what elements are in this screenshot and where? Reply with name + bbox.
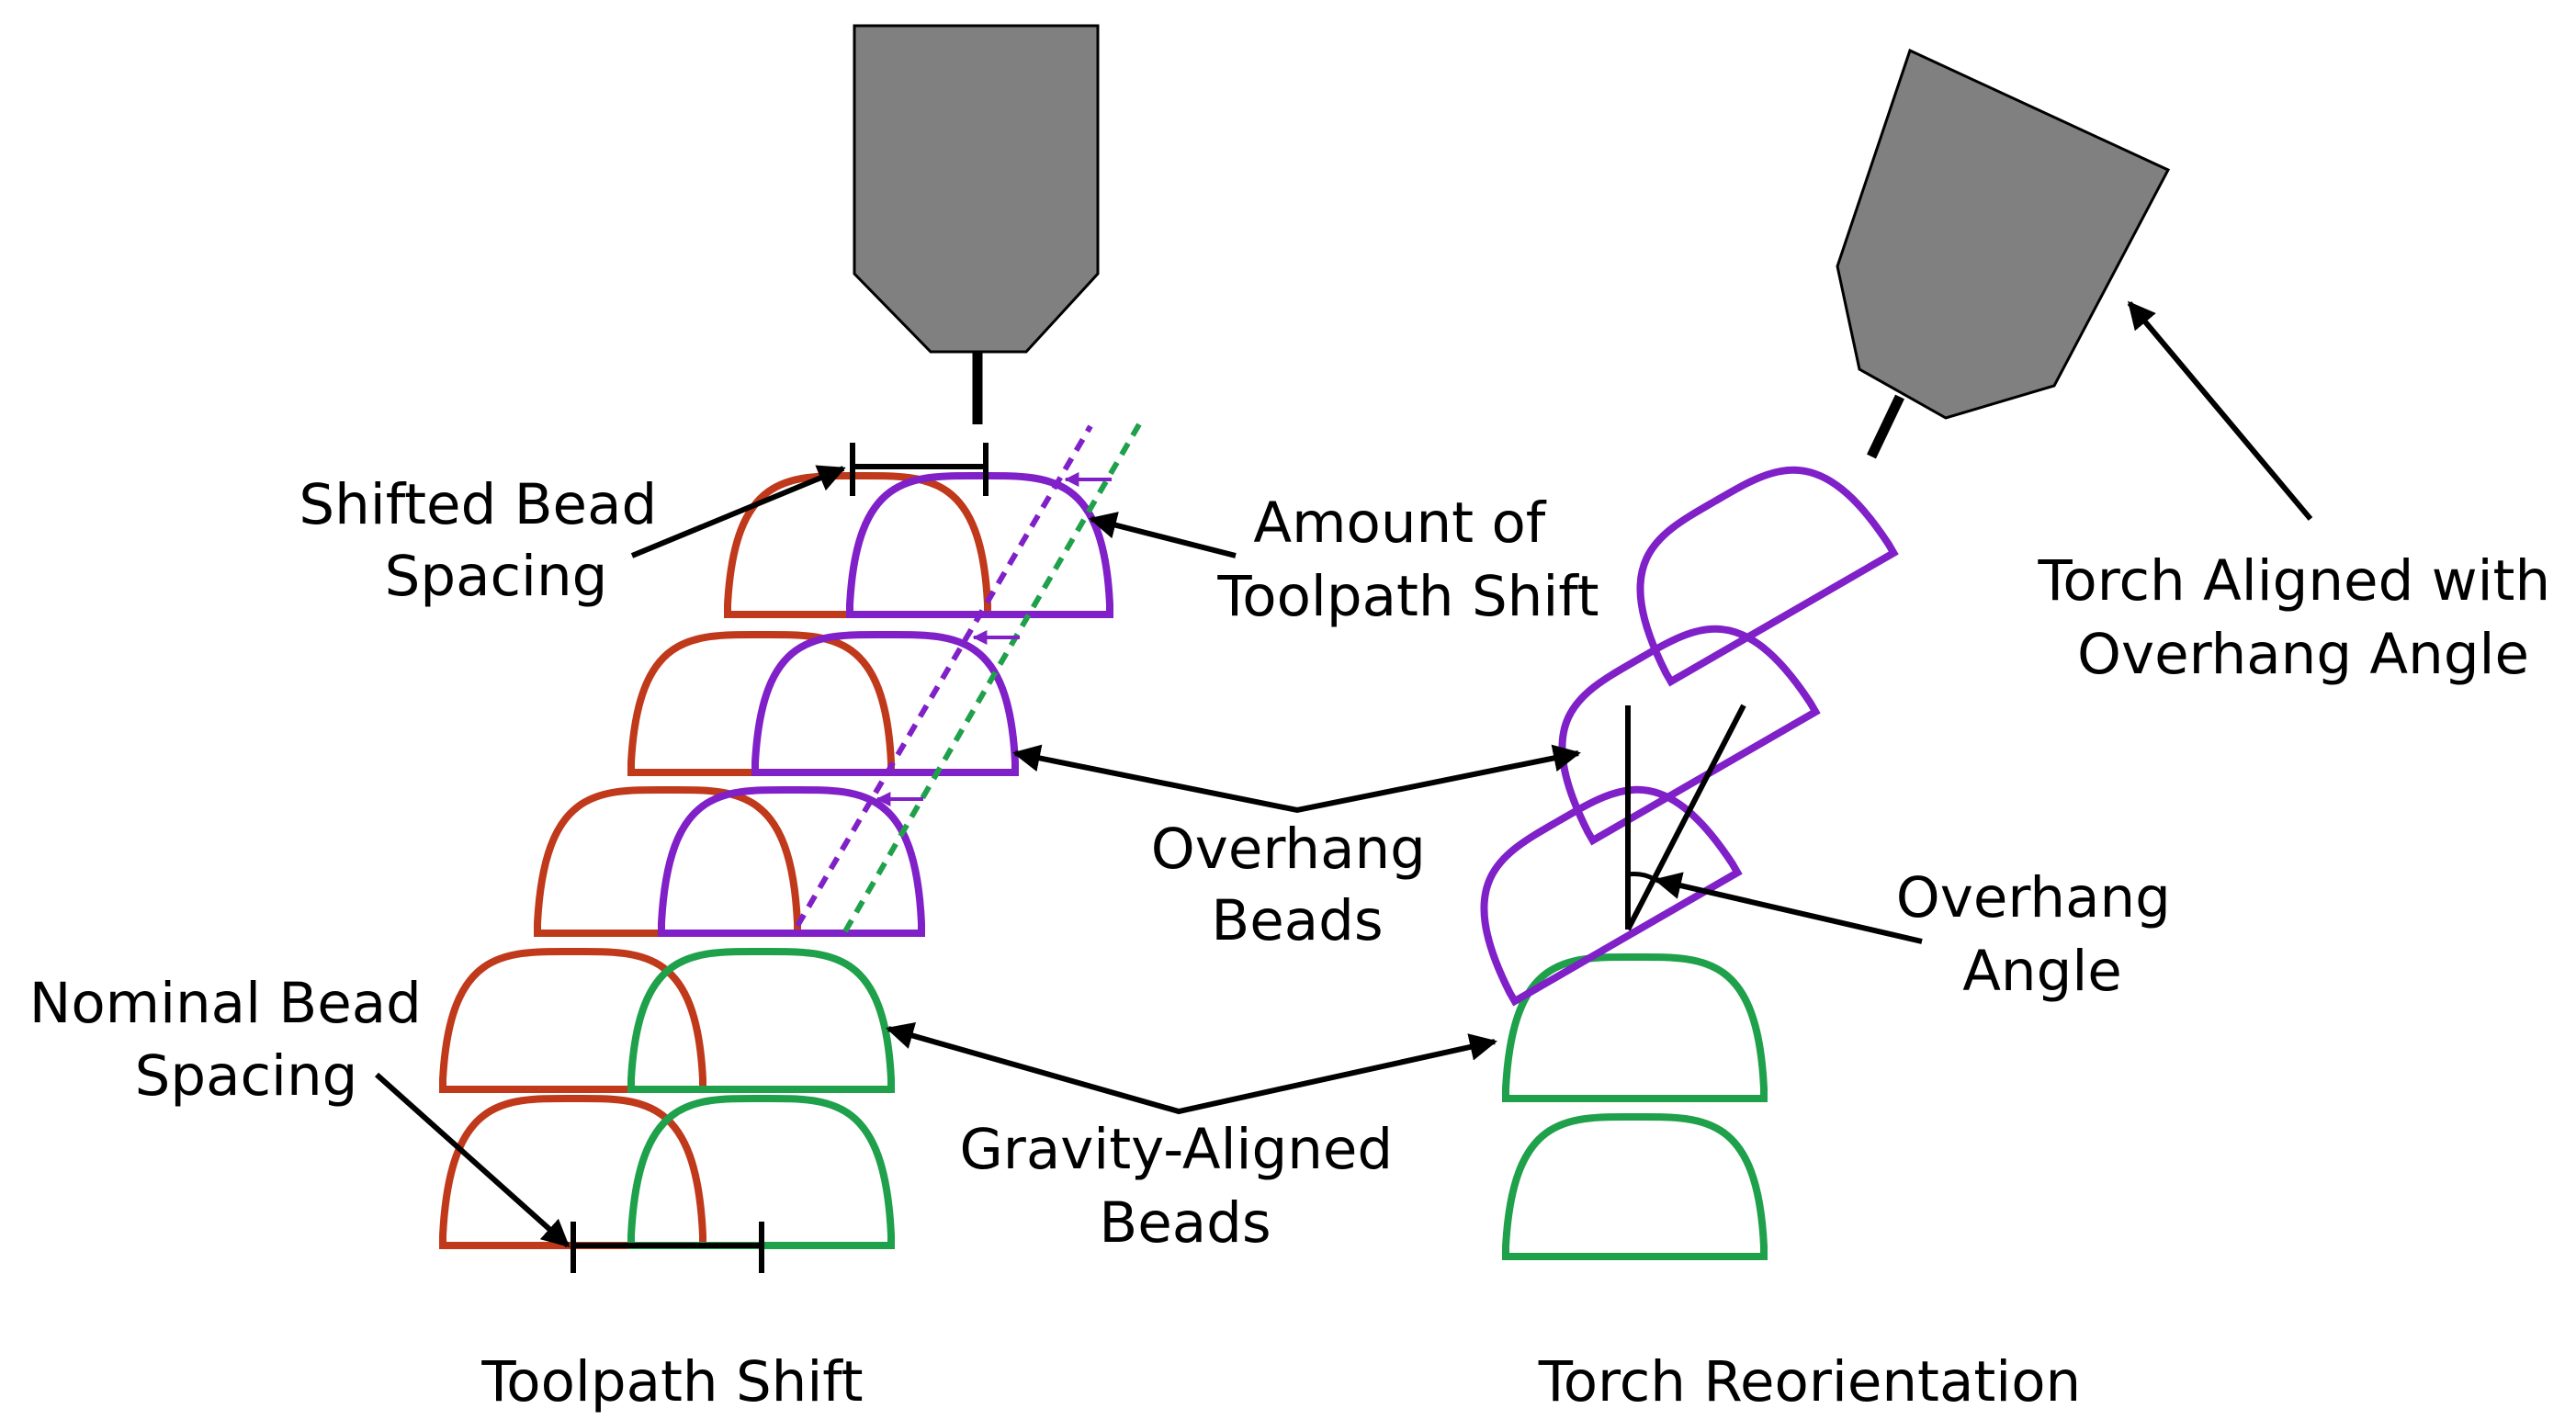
nominal-bead-2: [439, 947, 706, 1093]
tilted-bead-2: [1558, 625, 1821, 846]
nominal-bead-5: [724, 471, 991, 618]
label-nominal-bead-spacing: Nominal Bead Spacing: [29, 971, 440, 1109]
gravity-bead-2: [627, 947, 895, 1093]
nominal-spacing-dimension: [571, 1222, 764, 1273]
gravity-aligned-callout: [886, 1021, 1497, 1115]
torch-reorientation-panel: [1480, 48, 2313, 1260]
nominal-edge-guide: [842, 423, 1142, 933]
gravity-bead-1: [627, 1094, 895, 1249]
label-overhang-beads: Overhang Beads: [1151, 817, 1443, 953]
nominal-bead-3: [534, 785, 801, 937]
title-toolpath-shift: Toolpath Shift: [480, 1349, 863, 1414]
nominal-bead-4: [627, 630, 895, 776]
shift-arrows: [876, 472, 1112, 806]
gravity-bead-right-1: [1502, 1112, 1768, 1260]
shifted-bead-2: [751, 630, 1019, 776]
vertical-torch: [853, 24, 1100, 424]
tilted-bead-3: [1636, 466, 1899, 687]
label-amount-of-toolpath-shift: Amount of Toolpath Shift: [1216, 490, 1599, 629]
gravity-bead-right-2: [1502, 952, 1768, 1102]
tilted-bead-1: [1480, 785, 1743, 1007]
label-shifted-bead-spacing: Shifted Bead Spacing: [299, 472, 674, 609]
overhang-beads-callout: [1012, 744, 1581, 814]
shifted-spacing-dimension: [850, 443, 989, 496]
title-torch-reorientation: Torch Reorientation: [1538, 1349, 2081, 1414]
shifted-spacing-arrow: [630, 465, 846, 558]
torch-aligned-arrow: [2127, 300, 2313, 521]
toolpath-shift-panel: [375, 24, 1237, 1273]
overhang-angle-line: [1625, 704, 1746, 931]
shifted-bead-1: [658, 785, 925, 937]
tilted-torch: [1836, 48, 2171, 459]
overhang-angle-arrow: [1654, 872, 1923, 944]
toolpath-shift-arrow: [1089, 512, 1237, 558]
gravity-aligned-beads-left: [627, 947, 895, 1249]
overhang-angle-arc: [1627, 872, 1655, 882]
label-gravity-aligned-beads: Gravity-Aligned Beads: [959, 1117, 1410, 1256]
label-torch-aligned: Torch Aligned with Overhang Angle: [2038, 548, 2569, 687]
shifted-edge-guide: [795, 424, 1093, 928]
label-overhang-angle: Overhang Angle: [1896, 865, 2188, 1004]
nominal-spacing-arrow: [375, 1072, 571, 1248]
